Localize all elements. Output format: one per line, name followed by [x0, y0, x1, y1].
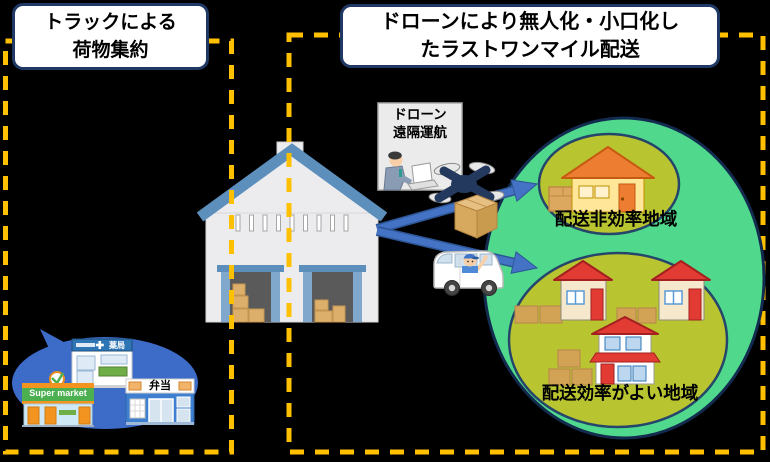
- inefficient-area-label: 配送非効率地域: [554, 209, 678, 229]
- supermarket-icon: [22, 371, 94, 427]
- operator-icon: [383, 151, 439, 191]
- efficient-area-ellipse: [507, 251, 729, 429]
- delivery-area-circle: [482, 116, 766, 440]
- left-section-title: トラックによる 荷物集約: [12, 3, 209, 70]
- house-icon: [561, 146, 655, 213]
- efficient-area-label: 配送効率がよい地域: [541, 383, 699, 403]
- van-icon: [433, 250, 504, 296]
- right-section-title-text: ドローンにより無人化・小口化し たラストワンマイル配送: [380, 11, 680, 61]
- pharmacy-cross-icon: [95, 341, 104, 349]
- bento-sign: 弁当: [149, 380, 171, 392]
- two-story-house-icon: [589, 316, 661, 385]
- warehouse-door-left: [217, 265, 284, 323]
- warehouse-windows: [235, 214, 349, 232]
- bento-shop-icon: [125, 378, 195, 425]
- house-icon: [553, 260, 613, 321]
- shops-bubble: [12, 329, 198, 429]
- inefficient-area-ellipse: [537, 132, 681, 236]
- package-box-icon: [514, 305, 657, 386]
- package-box-icon: [453, 194, 499, 239]
- pharmacy-icon: [71, 338, 133, 388]
- right-section-title: ドローンにより無人化・小口化し たラストワンマイル配送: [340, 4, 720, 68]
- supermarket-sign: Super market: [29, 388, 87, 398]
- left-section-title-text: トラックによる 荷物集約: [44, 11, 177, 61]
- driver-icon: [462, 253, 488, 273]
- drone-icon: [428, 161, 505, 239]
- operator-panel-label: ドローン 遠隔運航: [393, 107, 447, 140]
- warehouse-icon: [196, 141, 388, 323]
- pharmacy-sign: 薬局: [109, 341, 125, 350]
- house-icon: [651, 260, 711, 321]
- warehouse-door-right: [299, 265, 366, 323]
